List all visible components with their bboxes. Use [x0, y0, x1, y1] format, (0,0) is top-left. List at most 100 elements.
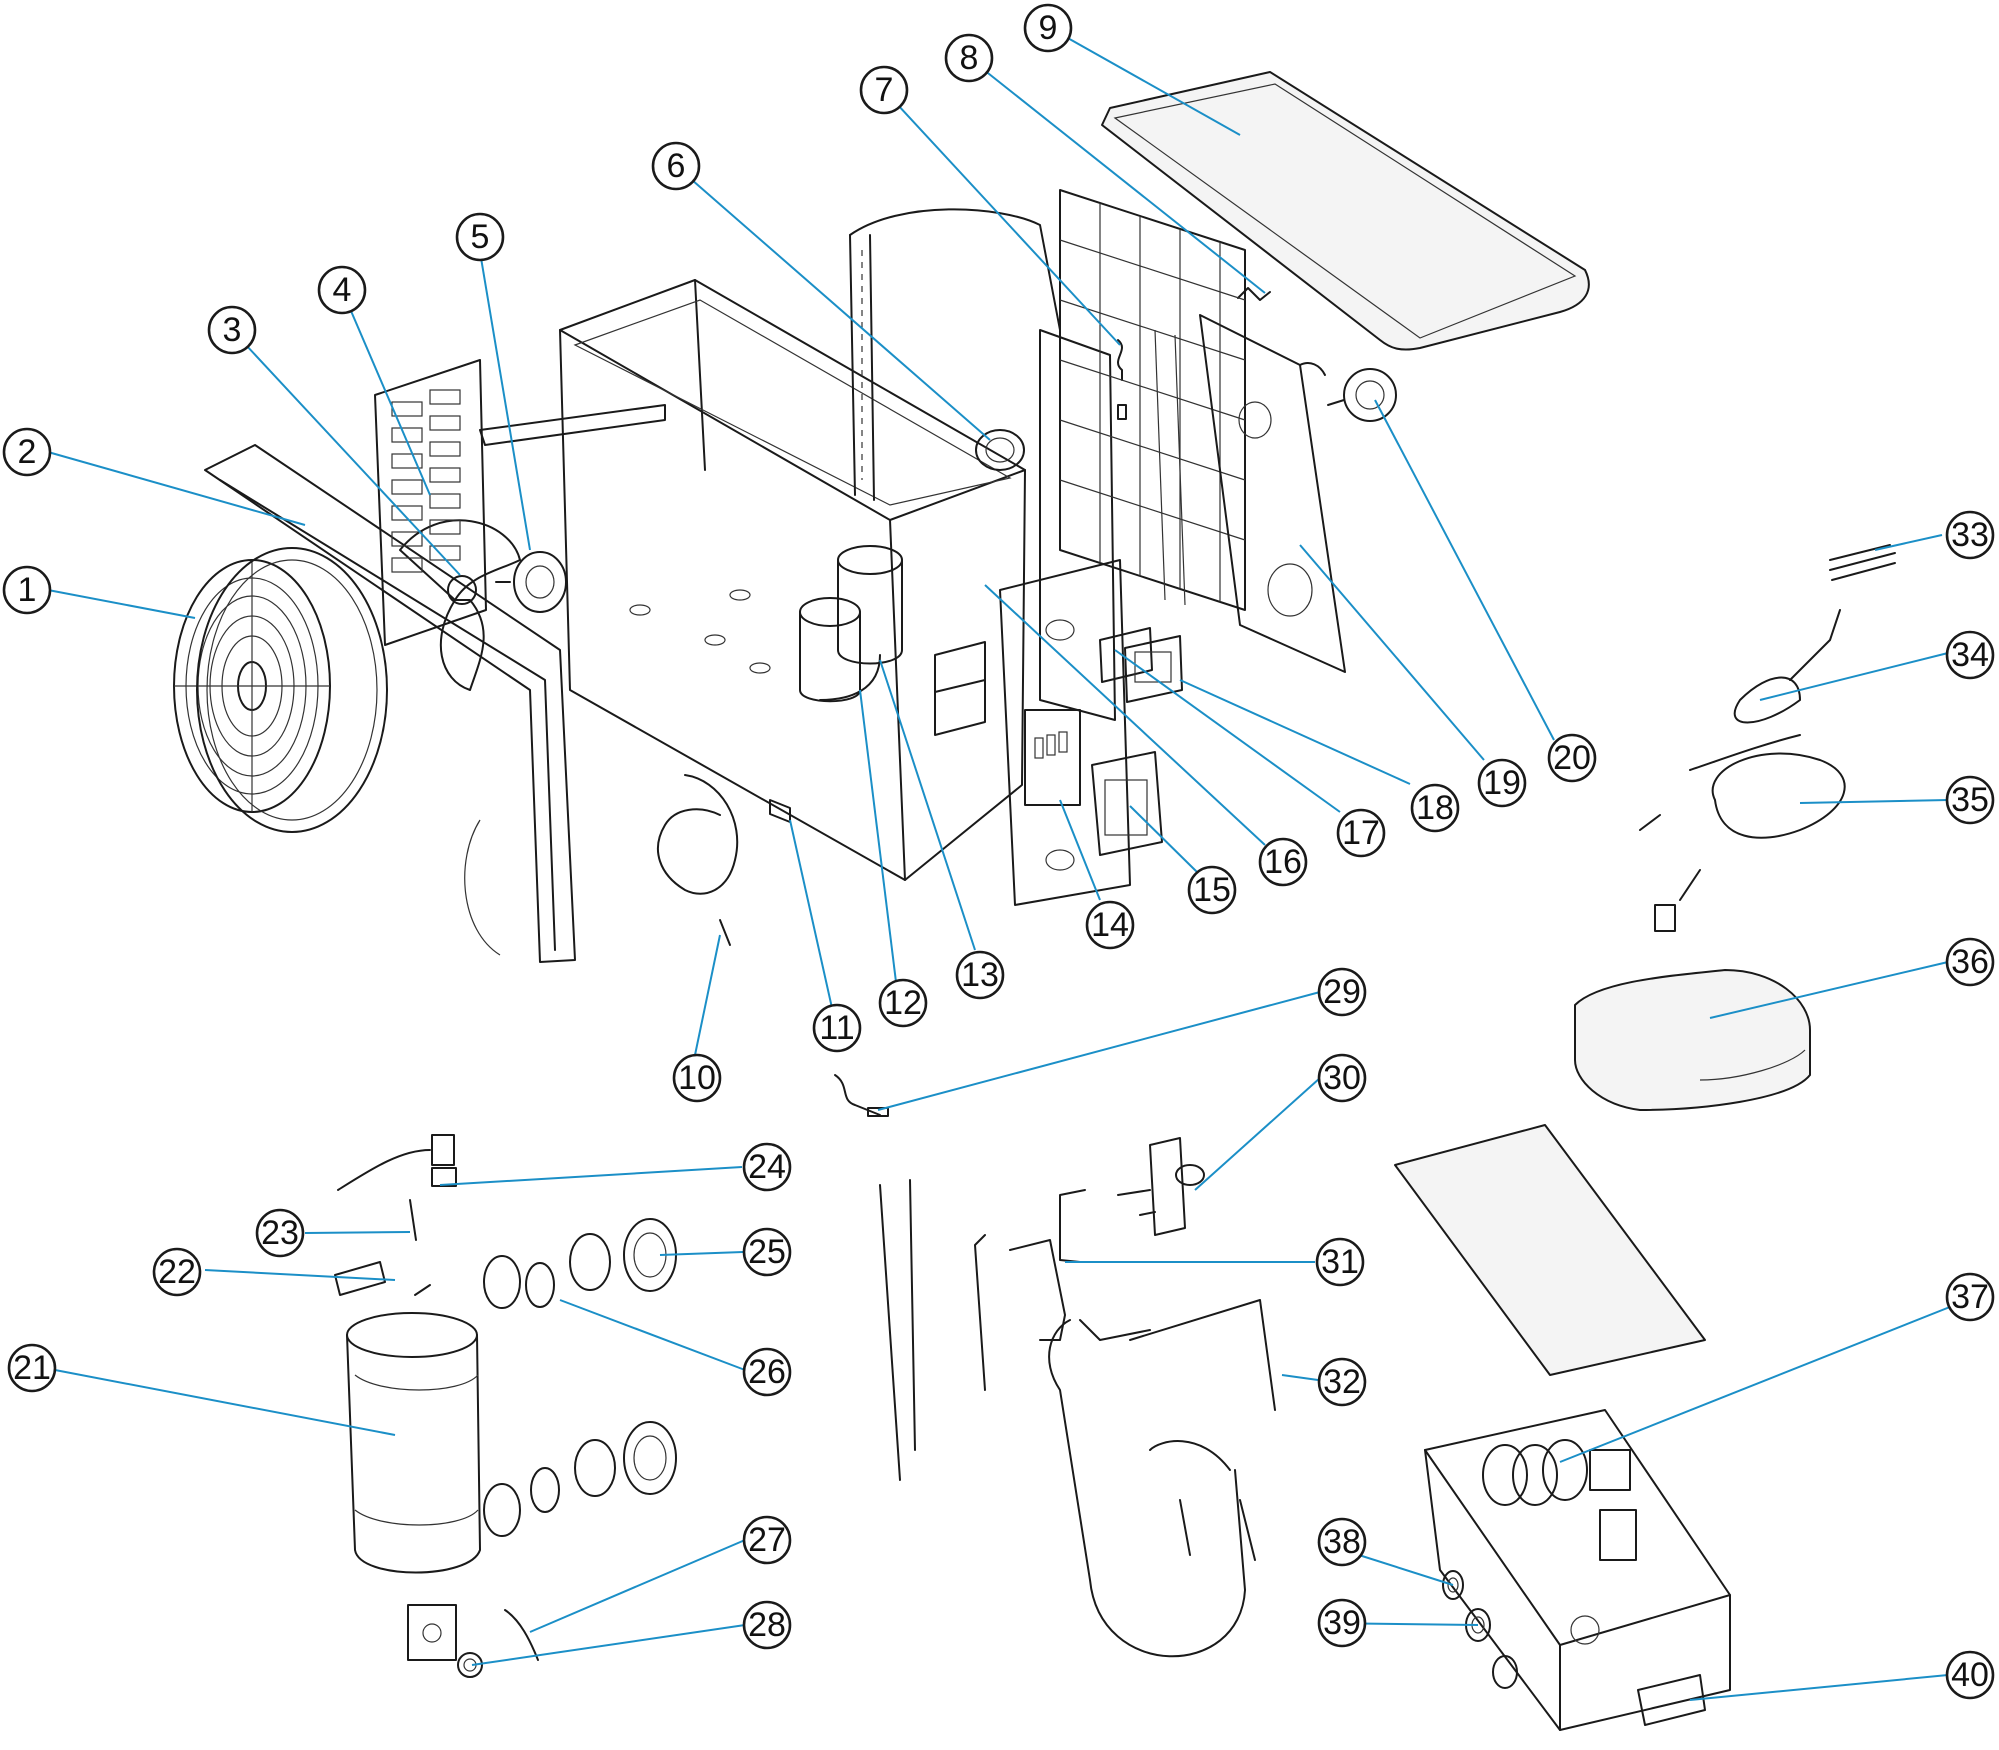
cable-gland-small — [1465, 1608, 1518, 1689]
fan-motor — [495, 551, 567, 613]
callout-2: 2 — [2, 427, 52, 477]
leader-1 — [47, 589, 196, 619]
leader-32 — [1281, 1374, 1319, 1381]
callout-36-label: 36 — [1951, 943, 1989, 981]
leader-20 — [1374, 399, 1555, 741]
leader-18 — [1179, 679, 1411, 785]
rear-grid-guard — [1059, 189, 1246, 611]
leader-16 — [984, 584, 1266, 846]
leader-30 — [1194, 1077, 1321, 1191]
callout-11-label: 11 — [819, 1009, 854, 1047]
callout-40-label: 40 — [1951, 1656, 1989, 1694]
cable-ties — [1829, 544, 1896, 581]
callout-37: 37 — [1945, 1272, 1995, 1322]
callout-10: 10 — [672, 1053, 722, 1103]
leader-35 — [1799, 799, 1949, 804]
callout-25: 25 — [742, 1227, 792, 1277]
temperature-sensor-probe — [1117, 339, 1127, 420]
leader-23 — [304, 1231, 411, 1234]
callout-15: 15 — [1187, 865, 1237, 915]
callout-8: 8 — [944, 33, 994, 83]
callout-29: 29 — [1317, 967, 1367, 1017]
cable-gland-large — [1442, 1570, 1464, 1600]
callout-18: 18 — [1410, 783, 1460, 833]
leader-2 — [47, 451, 306, 526]
callout-26: 26 — [742, 1347, 792, 1397]
callout-17-label: 17 — [1342, 814, 1380, 852]
callout-25-label: 25 — [748, 1233, 786, 1271]
callout-20: 20 — [1547, 733, 1597, 783]
callout-31-label: 31 — [1321, 1243, 1359, 1281]
callout-30: 30 — [1317, 1053, 1367, 1103]
leader-37 — [1559, 1296, 1976, 1463]
leader-34 — [1759, 652, 1949, 701]
leader-19 — [1299, 544, 1485, 761]
leader-lines — [47, 27, 1976, 1701]
callout-33: 33 — [1945, 510, 1995, 560]
leader-27 — [529, 1539, 746, 1633]
leader-14 — [1059, 799, 1101, 901]
callout-8-label: 8 — [960, 39, 979, 77]
leader-29 — [877, 991, 1321, 1111]
evaporator-coil — [849, 208, 1116, 721]
callout-24: 24 — [742, 1142, 792, 1192]
callout-3-label: 3 — [223, 311, 242, 349]
callout-33-label: 33 — [1951, 516, 1989, 554]
union-nut — [623, 1218, 677, 1495]
water-flow-switch-fitting — [334, 1261, 431, 1296]
callout-19-label: 19 — [1483, 764, 1521, 802]
valve-coil — [975, 429, 1025, 471]
cover-pad — [1574, 969, 1811, 1111]
callout-38-label: 38 — [1323, 1523, 1361, 1561]
leader-24 — [439, 1166, 743, 1186]
cover-plate — [1637, 1674, 1706, 1726]
callout-14: 14 — [1085, 900, 1135, 950]
callout-5: 5 — [455, 212, 505, 262]
callout-39: 39 — [1317, 1598, 1367, 1648]
relay-module — [1099, 627, 1153, 683]
leader-40 — [1689, 1674, 1949, 1701]
drain-fitting — [769, 799, 791, 823]
callout-38: 38 — [1317, 1517, 1367, 1567]
four-way-valve — [1117, 1137, 1205, 1236]
leader-8 — [968, 57, 1266, 294]
callout-24-label: 24 — [748, 1148, 786, 1186]
callout-15-label: 15 — [1193, 871, 1231, 909]
callout-34-label: 34 — [1951, 636, 1989, 674]
leader-26 — [559, 1299, 746, 1371]
callout-27: 27 — [742, 1515, 792, 1565]
temperature-probe — [834, 1074, 889, 1117]
callout-28: 28 — [742, 1600, 792, 1650]
callout-4-label: 4 — [333, 271, 352, 309]
callout-34: 34 — [1945, 630, 1995, 680]
callout-12-label: 12 — [884, 984, 922, 1022]
signal-cable — [1654, 752, 1846, 932]
leader-9 — [1049, 27, 1241, 136]
leader-3 — [231, 329, 461, 576]
callout-7-label: 7 — [875, 71, 894, 109]
callout-35: 35 — [1945, 775, 1995, 825]
capillary-pipe — [1079, 1299, 1276, 1411]
leader-6 — [675, 165, 991, 441]
drain-hose — [656, 774, 739, 946]
callout-32: 32 — [1317, 1357, 1367, 1407]
leader-25 — [659, 1251, 744, 1256]
side-panel — [1199, 314, 1346, 673]
leader-21 — [54, 1369, 396, 1436]
leader-7 — [883, 89, 1121, 346]
leader-22 — [204, 1269, 396, 1281]
callout-21: 21 — [7, 1343, 57, 1393]
callout-16: 16 — [1258, 837, 1308, 887]
leader-10 — [694, 934, 721, 1056]
callout-bubbles: 1 2 3 4 5 6 7 8 — [2, 3, 1995, 1700]
refrigerant-pipe-set — [879, 1179, 1086, 1481]
callout-4: 4 — [317, 265, 367, 315]
callout-37-label: 37 — [1951, 1278, 1989, 1316]
callout-14-label: 14 — [1091, 906, 1129, 944]
callout-17: 17 — [1336, 808, 1386, 858]
callout-12: 12 — [878, 978, 928, 1028]
leader-17 — [1114, 649, 1341, 813]
refrigerant-loop — [1048, 1319, 1256, 1658]
sensor-clip — [1237, 287, 1271, 301]
